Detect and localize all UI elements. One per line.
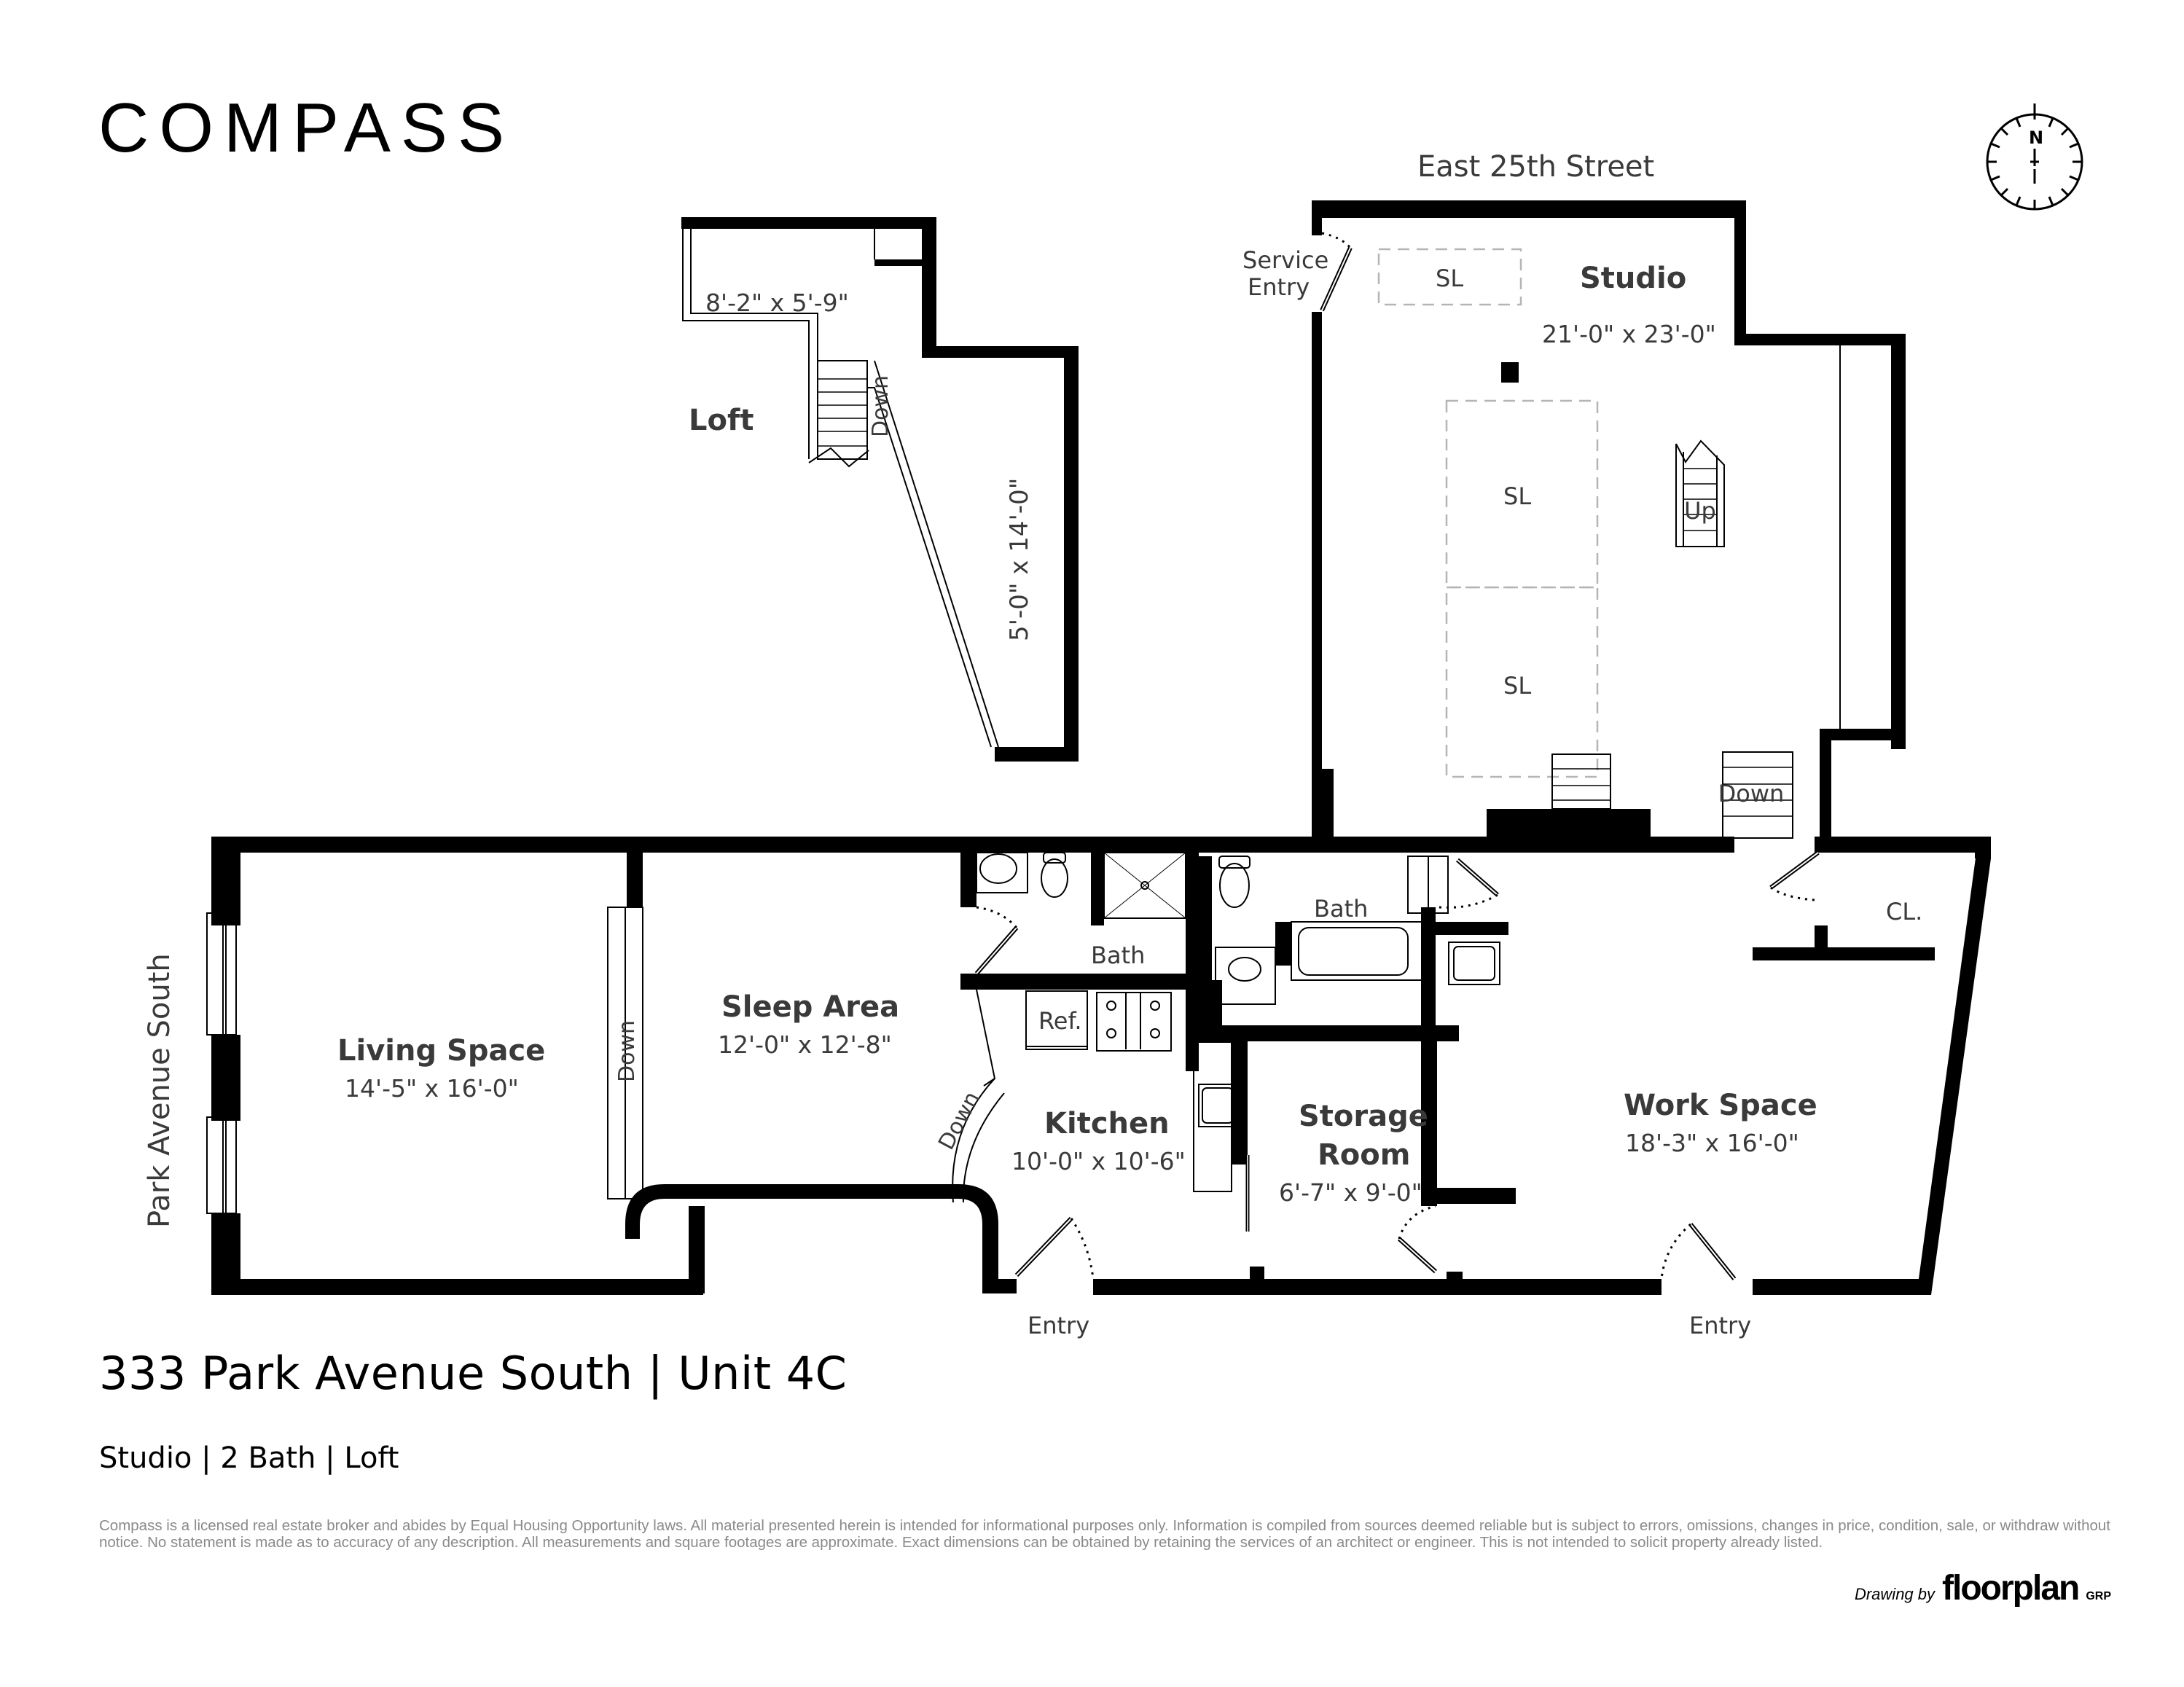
fixtures: Ref. Down — [934, 852, 1500, 1203]
sink-icon — [1198, 1084, 1242, 1127]
toilet-icon — [1041, 852, 1068, 898]
bath1-name: Bath — [1091, 942, 1145, 969]
loft-name: Loft — [689, 404, 754, 437]
listing-title: 333 Park Avenue South | Unit 4C — [99, 1347, 848, 1400]
skylight-label: SL — [1503, 672, 1531, 700]
storage-name-1: Storage — [1299, 1100, 1428, 1133]
shower-icon — [1103, 852, 1186, 919]
living-dim: 14'-5" x 16'-0" — [345, 1074, 519, 1103]
closet-name: CL. — [1886, 898, 1922, 925]
stair-down-label: Down — [1718, 780, 1785, 807]
studio-name: Studio — [1580, 262, 1686, 295]
work-name: Work Space — [1624, 1089, 1817, 1122]
stair-up-label: Up — [1684, 497, 1716, 525]
door-icons — [974, 850, 1820, 1280]
skylight-label: SL — [1503, 482, 1531, 510]
entry-label-kitchen: Entry — [1028, 1312, 1089, 1339]
stair-down-studio: Down — [1718, 751, 1793, 839]
north-label: N — [2029, 128, 2043, 148]
credit-suffix: GRP — [2086, 1590, 2111, 1602]
loft-plan: Down Loft 8'-2" x 5'-9" 5'-0" x 14'-0" — [681, 217, 1079, 762]
window-icon — [206, 1116, 237, 1214]
sink-icon — [1215, 947, 1276, 1005]
legal-disclaimer: Compass is a licensed real estate broker… — [99, 1517, 2110, 1551]
kitchen-name: Kitchen — [1044, 1107, 1170, 1140]
studio-dim: 21'-0" x 23'-0" — [1542, 320, 1716, 348]
service-entry-label-1: Service — [1242, 246, 1328, 274]
window-icon — [206, 912, 237, 1036]
refrigerator-label: Ref. — [1038, 1007, 1082, 1035]
credit-prefix: Drawing by — [1854, 1585, 1936, 1603]
listing-subtitle: Studio | 2 Bath | Loft — [99, 1441, 399, 1475]
storage-name-2: Room — [1318, 1138, 1410, 1172]
sink-icon — [976, 852, 1028, 893]
stair-down-label: Down — [934, 1087, 985, 1154]
sleep-name: Sleep Area — [721, 990, 899, 1024]
street-label-north: East 25th Street — [1417, 150, 1654, 184]
service-entry-label-2: Entry — [1248, 273, 1310, 301]
work-dim: 18'-3" x 16'-0" — [1625, 1129, 1799, 1157]
street-label-west: Park Avenue South — [143, 953, 176, 1228]
compass-logo: COMPASS — [98, 89, 514, 167]
main-floor-walls: Down — [206, 837, 1991, 1295]
refrigerator-icon — [1025, 990, 1088, 1050]
bath2-name: Bath — [1314, 895, 1368, 923]
bathtub-icon — [1291, 921, 1423, 981]
storage-dim: 6'-7" x 9'-0" — [1279, 1178, 1422, 1207]
studio-room: Service Entry SL SL SL Up — [1242, 200, 1906, 844]
loft-dim-upper: 8'-2" x 5'-9" — [705, 289, 849, 317]
loft-dim-lower: 5'-0" x 14'-0" — [1005, 478, 1034, 641]
north-arrow-icon: N — [1986, 103, 2083, 211]
sink-icon — [1448, 942, 1500, 985]
stair-down-label: Down — [614, 1020, 640, 1082]
entry-label-work: Entry — [1689, 1312, 1751, 1339]
toilet-icon — [1218, 856, 1250, 908]
living-name: Living Space — [337, 1034, 545, 1068]
kitchen-dim: 10'-0" x 10'-6" — [1011, 1147, 1186, 1175]
credit-brand: floorplan — [1942, 1569, 2080, 1608]
drawing-credit: Drawing by floorplan GRP — [1855, 1568, 2111, 1608]
skylight-label: SL — [1436, 265, 1463, 292]
stair-up-icon — [1675, 439, 1725, 547]
stove-icon — [1096, 992, 1172, 1052]
sleep-dim: 12'-0" x 12'-8" — [718, 1030, 892, 1059]
loft-stair-label: Down — [868, 375, 893, 437]
